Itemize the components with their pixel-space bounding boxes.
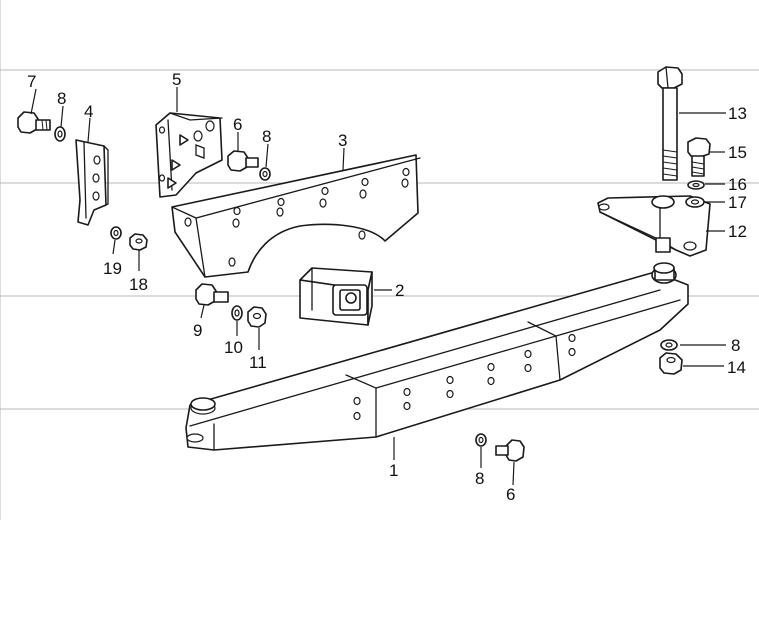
callout-labels: 1 2 3 4 5 6 6 7 8 8 8 8 9 10 11 12 13 14…: [27, 70, 747, 504]
callout-6-top: 6: [233, 115, 242, 134]
callout-1: 1: [389, 461, 398, 480]
callout-12: 12: [728, 222, 747, 241]
bolt-bottom-part: [495, 439, 525, 462]
callout-9: 9: [193, 321, 202, 340]
callout-15: 15: [728, 143, 747, 162]
callout-3: 3: [338, 131, 347, 150]
cross-member-part: [185, 262, 689, 451]
callout-17: 17: [728, 193, 747, 212]
long-bolt-part: [657, 66, 683, 181]
callout-10: 10: [224, 338, 243, 357]
callout-4: 4: [84, 102, 93, 121]
washer-left-part: [54, 126, 66, 142]
nut-left-part: [129, 233, 148, 251]
callout-14: 14: [727, 358, 746, 377]
callout-8-bottom: 8: [475, 469, 484, 488]
leader-lines: [30, 87, 726, 486]
flat-washer-part: [685, 196, 705, 208]
short-bolt-part: [687, 137, 711, 177]
lock-washer-mid-part: [231, 305, 243, 321]
hex-nut-right-part: [659, 352, 683, 375]
small-bracket-part: [75, 139, 109, 226]
callout-8-top: 8: [262, 127, 271, 146]
callout-16: 16: [728, 175, 747, 194]
callout-8-right: 8: [731, 336, 740, 355]
rubber-mount-part: [299, 267, 373, 326]
callout-19: 19: [103, 259, 122, 278]
callout-13: 13: [728, 104, 747, 123]
callout-6-bottom: 6: [506, 485, 515, 504]
callout-5: 5: [172, 70, 181, 89]
bracket-plate-part: [155, 112, 223, 198]
callout-7: 7: [27, 72, 36, 91]
callout-8-left: 8: [57, 89, 66, 108]
washer-top-part: [259, 167, 271, 181]
nut-mid-part: [247, 306, 267, 328]
callout-18: 18: [129, 275, 148, 294]
bushing-bracket-part: [597, 195, 711, 257]
support-plate-part: [171, 154, 421, 278]
lock-washer-part: [687, 180, 705, 190]
bolt-top-part: [227, 150, 259, 172]
bolt-mid-part: [195, 283, 229, 306]
callout-11: 11: [249, 353, 267, 372]
callout-2: 2: [395, 281, 404, 300]
lock-washer-left-part: [110, 226, 122, 240]
washer-bottom-part: [475, 433, 487, 447]
washer-right-part: [660, 339, 678, 351]
bolt-left-part: [17, 111, 51, 134]
